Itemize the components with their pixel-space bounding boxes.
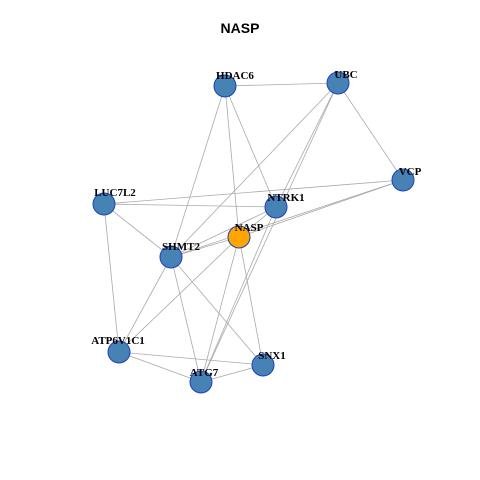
node-hdac6 xyxy=(213,74,237,98)
diagram-title: NASP xyxy=(220,20,260,36)
node-shmt2 xyxy=(159,245,183,269)
node-label-snx1: SNX1 xyxy=(258,350,286,362)
edge-nasp-atp6v1c1 xyxy=(118,236,240,353)
edge-luc7l2-shmt2 xyxy=(103,203,172,258)
edge-luc7l2-atp6v1c1 xyxy=(103,203,120,353)
node-ubc xyxy=(326,71,350,95)
node-label-shmt2: SHMT2 xyxy=(162,241,200,253)
edge-ubc-vcp xyxy=(337,82,404,181)
edge-ubc-atg7 xyxy=(200,82,339,383)
edge-shmt2-snx1 xyxy=(170,256,264,366)
edge-ntrk1-atg7 xyxy=(200,206,277,383)
node-label-atg7: ATG7 xyxy=(190,367,219,379)
node-label-hdac6: HDAC6 xyxy=(216,70,254,82)
edge-shmt2-atp6v1c1 xyxy=(118,256,172,353)
edge-ubc-ntrk1 xyxy=(275,82,339,208)
node-atp6v1c1 xyxy=(107,340,131,364)
node-label-ntrk1: NTRK1 xyxy=(267,192,304,204)
edge-hdac6-ntrk1 xyxy=(224,85,277,208)
edge-layer xyxy=(103,82,404,383)
edge-hdac6-ubc xyxy=(224,82,339,87)
edge-ubc-shmt2 xyxy=(170,82,339,258)
edge-atp6v1c1-atg7 xyxy=(118,351,202,383)
node-nasp xyxy=(227,225,251,249)
edge-vcp-nasp xyxy=(238,179,404,238)
edge-ntrk1-shmt2 xyxy=(170,206,277,258)
node-label-vcp: VCP xyxy=(399,166,422,178)
node-label-nasp: NASP xyxy=(235,222,264,234)
node-vcp xyxy=(391,168,415,192)
node-snx1 xyxy=(251,353,275,377)
edge-nasp-shmt2 xyxy=(170,236,240,258)
edge-shmt2-atg7 xyxy=(170,256,202,383)
node-label-luc7l2: LUC7L2 xyxy=(94,187,136,199)
node-label-ubc: UBC xyxy=(334,69,357,81)
edge-vcp-shmt2 xyxy=(170,179,404,258)
node-label-atp6v1c1: ATP6V1C1 xyxy=(91,335,145,347)
edge-luc7l2-ntrk1 xyxy=(103,203,277,208)
node-ntrk1 xyxy=(264,195,288,219)
node-atg7 xyxy=(189,370,213,394)
edge-nasp-snx1 xyxy=(238,236,264,366)
edge-vcp-luc7l2 xyxy=(103,179,404,205)
edge-atp6v1c1-snx1 xyxy=(118,351,264,366)
edge-nasp-atg7 xyxy=(200,236,240,383)
edge-hdac6-nasp xyxy=(224,85,240,238)
edge-hdac6-shmt2 xyxy=(170,85,226,258)
node-luc7l2 xyxy=(92,192,116,216)
